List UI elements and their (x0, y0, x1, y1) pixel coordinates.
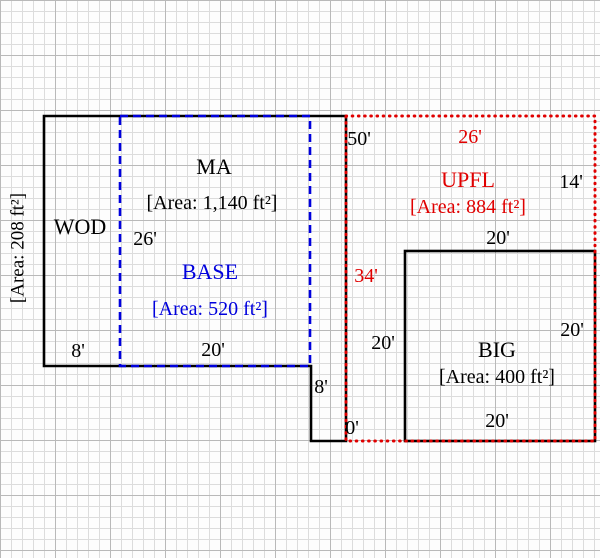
upfl-area-label: [Area: 884 ft²] (410, 196, 526, 218)
dim-upfl-top: 26' (458, 126, 482, 148)
dim-base-bottom: 20' (201, 339, 225, 361)
dim-ma-top-right: 50' (347, 128, 371, 150)
base-region-dashed-boundary (118, 114, 312, 368)
dim-upfl-right: 14' (559, 171, 583, 193)
dim-big-bottom: 20' (485, 410, 509, 432)
dim-big-top: 20' (486, 227, 510, 249)
base-area-label: [Area: 520 ft²] (152, 298, 268, 320)
dim-big-left: 20' (371, 332, 395, 354)
ma-room-label: MA (196, 154, 232, 179)
dim-notch-bottom: 0' (345, 417, 359, 439)
upfl-room-label: UPFL (441, 167, 495, 192)
dim-upfl-left: 34' (354, 265, 378, 287)
upfl-region-dotted-boundary (344, 114, 597, 443)
wod-room-label: WOD (53, 214, 107, 239)
dim-base-left: 26' (133, 228, 157, 250)
base-room-label: BASE (181, 259, 239, 284)
dim-notch-left: 8' (314, 376, 328, 398)
dim-big-right: 20' (560, 319, 584, 341)
dim-wod-bottom: 8' (71, 340, 85, 362)
ma-area-label: [Area: 1,140 ft²] (146, 192, 278, 214)
wod-area-label-vertical: [Area: 208 ft²] (7, 192, 29, 304)
big-room-label: BIG (478, 337, 516, 362)
big-area-label: [Area: 400 ft²] (439, 366, 555, 388)
